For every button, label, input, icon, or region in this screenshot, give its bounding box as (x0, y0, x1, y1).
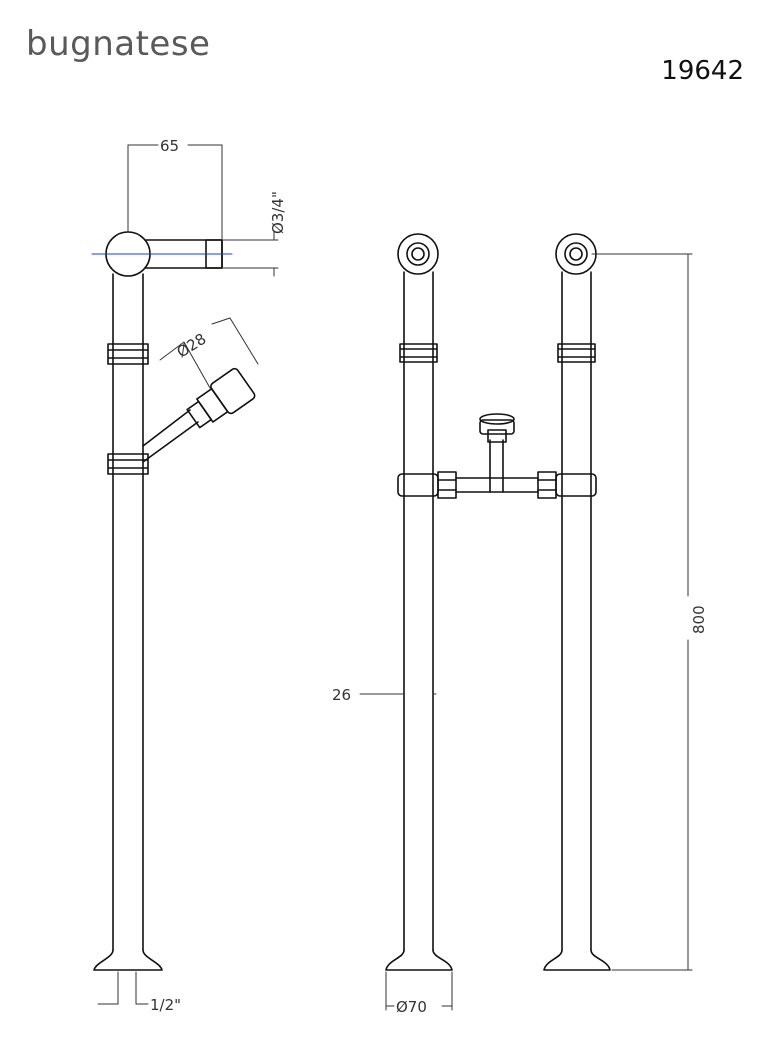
product-code: 19642 (661, 56, 744, 86)
dim-base-thread: 1/2" (150, 996, 181, 1014)
dim-inlet-offset: 65 (160, 137, 179, 155)
brand-logo: bugnatese (26, 24, 211, 64)
side-dimensions (97, 144, 279, 1005)
front-view (385, 233, 611, 971)
front-dimensions (359, 253, 693, 1011)
dim-pipe-diameter: 26 (332, 686, 351, 704)
dim-hose-diameter: Ø28 (174, 330, 210, 362)
dim-outlet-thread: Ø3/4" (269, 191, 287, 234)
side-view (91, 231, 256, 971)
dim-base-diameter: Ø70 (396, 998, 427, 1016)
dim-height: 800 (690, 605, 708, 634)
